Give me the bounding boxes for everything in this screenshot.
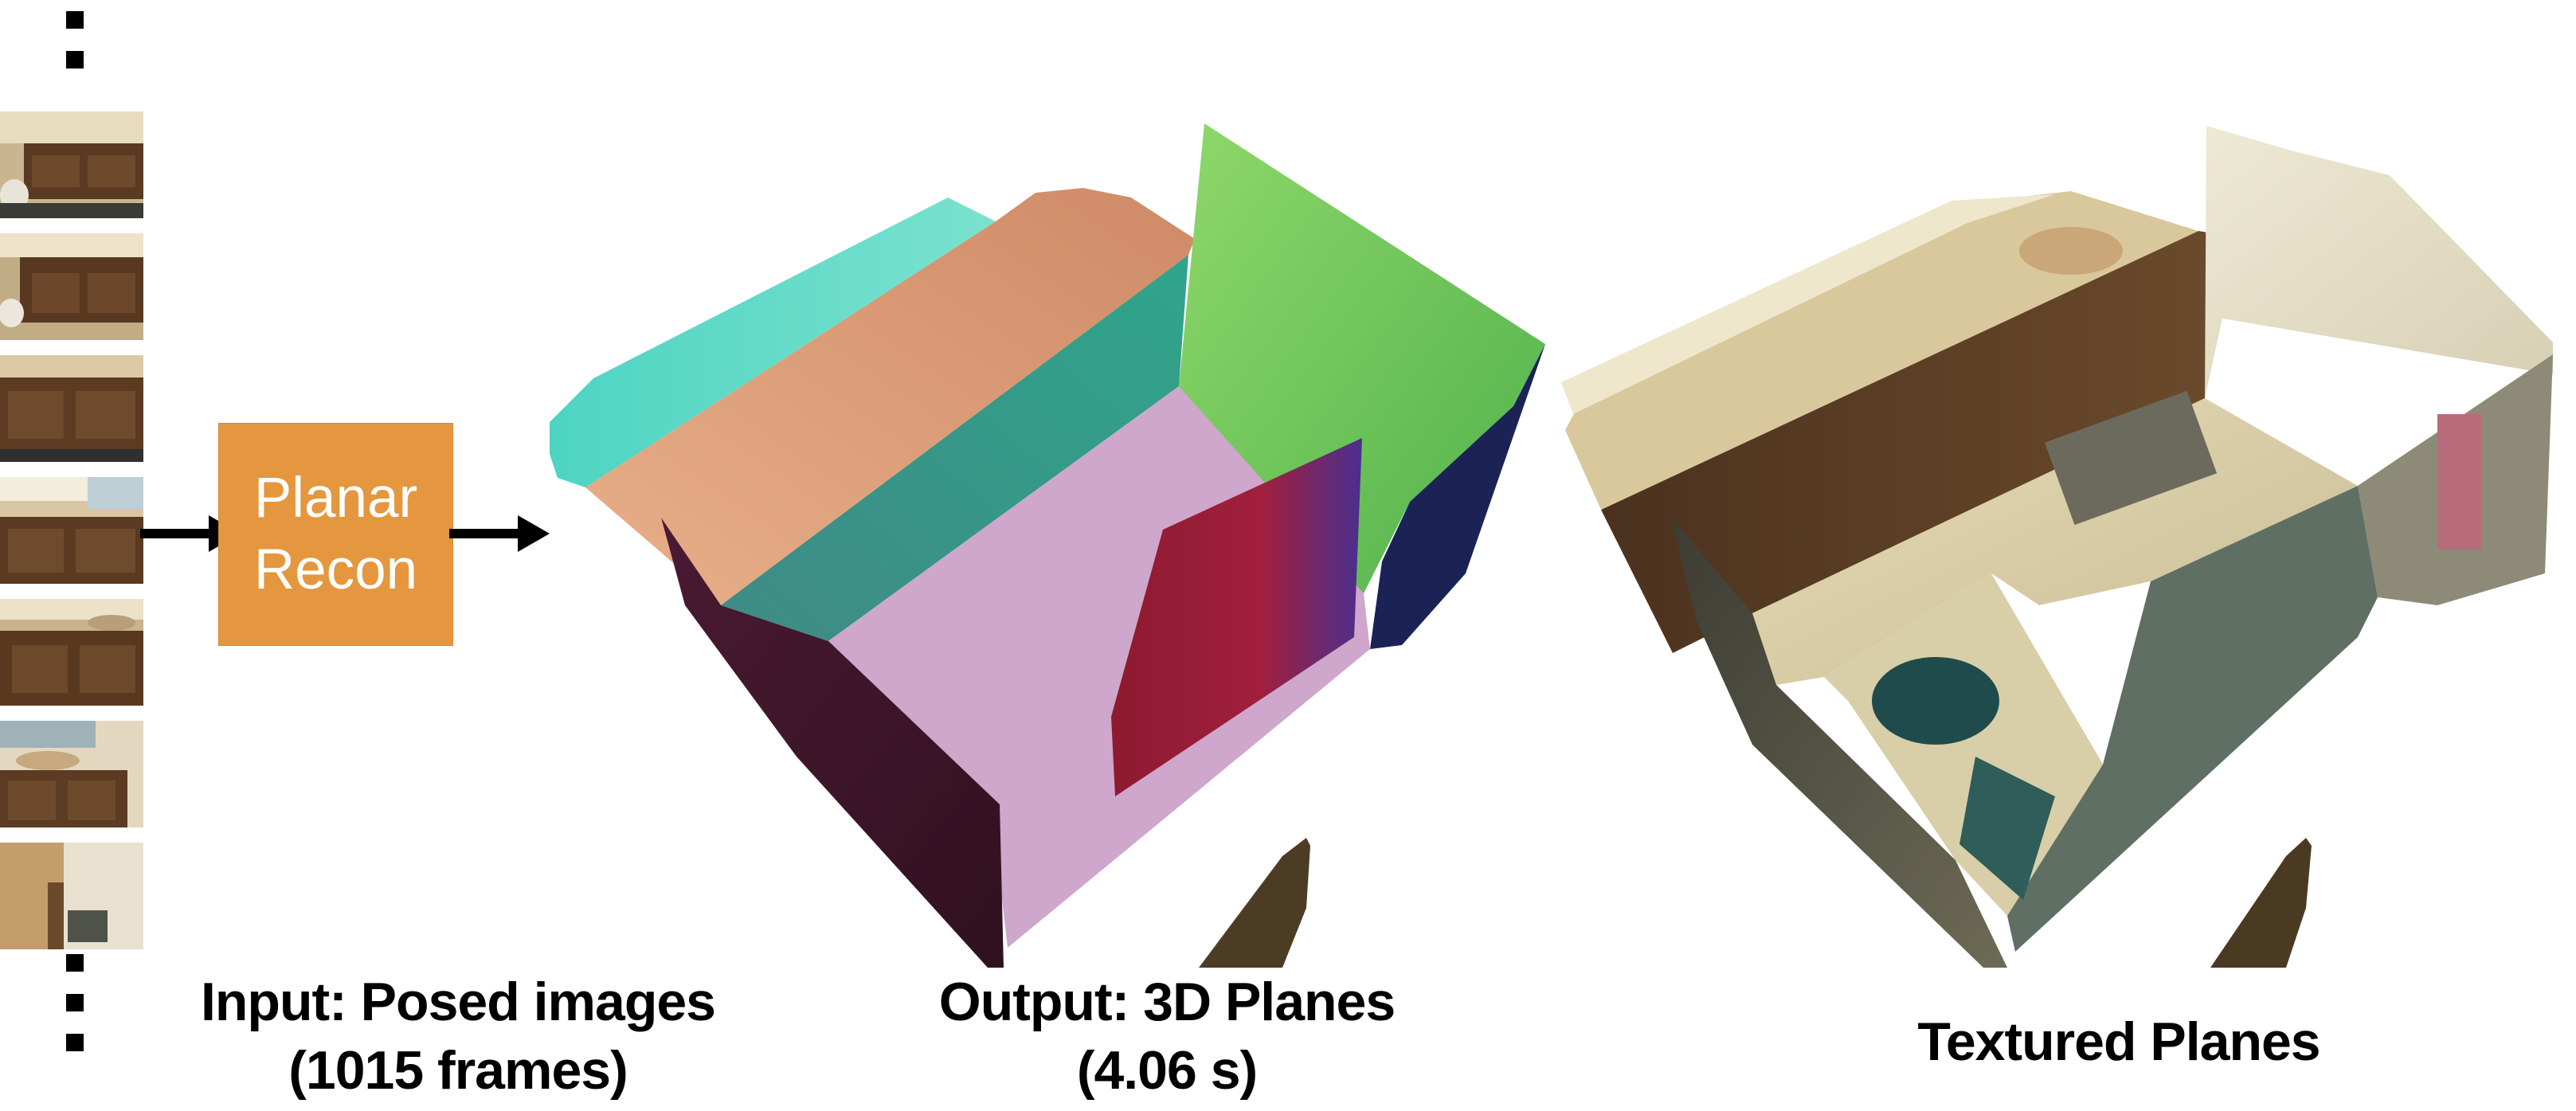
input-frame-3: [0, 355, 143, 462]
input-frame-5: [0, 599, 143, 706]
textured-opening: [1991, 573, 2151, 765]
input-frame-4: [0, 477, 143, 584]
input-caption-line1: Input: Posed images: [201, 972, 716, 1032]
ellipsis-bottom-icon: [66, 954, 84, 1074]
plane-navy: [1370, 344, 1545, 649]
ellipsis-top-icon: [66, 11, 84, 91]
output-caption-line2: (4.06 s): [1076, 1040, 1258, 1101]
planar-recon-box: Planar Recon: [218, 423, 453, 646]
output-arrow-icon: [449, 515, 550, 552]
input-caption: Input: Posed images (1015 frames): [151, 968, 765, 1105]
input-frame-1: [0, 111, 143, 218]
textured-sink: [2019, 227, 2123, 275]
output-caption: Output: 3D Planes (4.06 s): [860, 968, 1474, 1105]
plane-teal: [721, 255, 1188, 641]
plane-peach: [585, 188, 1195, 605]
plane-brown-fragment: [1199, 838, 1310, 968]
textured-left-wall: [1671, 518, 2007, 968]
process-label-line2: Recon: [253, 538, 418, 601]
textured-front-right-wall: [2007, 486, 2378, 952]
planes-3d-illustration: [550, 123, 1545, 968]
input-frame-6: [0, 721, 143, 827]
textured-rug-front: [1872, 657, 1999, 745]
textured-brown-fragment: [2210, 838, 2312, 968]
textured-rug-back: [2044, 390, 2218, 526]
textured-caption: Textured Planes: [1800, 1007, 2437, 1076]
process-label-line1: Planar: [253, 467, 418, 530]
plane-cyan: [550, 198, 996, 487]
output-caption-line1: Output: 3D Planes: [938, 972, 1396, 1032]
textured-rug-front-2: [1959, 757, 2055, 900]
input-caption-line2: (1015 frames): [288, 1040, 628, 1101]
textured-countertop: [1565, 191, 2198, 510]
input-frame-7: [0, 843, 143, 949]
textured-planes-illustration: [1561, 126, 2553, 968]
input-frame-2: [0, 233, 143, 340]
plane-red: [1111, 438, 1362, 796]
textured-right-wall: [2205, 126, 2553, 398]
textured-vanity-wall: [1601, 231, 2222, 653]
textured-caption-line1: Textured Planes: [1917, 1011, 2320, 1072]
textured-mirror-wall: [1561, 194, 2055, 414]
plane-maroon: [661, 518, 1004, 968]
textured-closet-detail: [2437, 414, 2481, 550]
